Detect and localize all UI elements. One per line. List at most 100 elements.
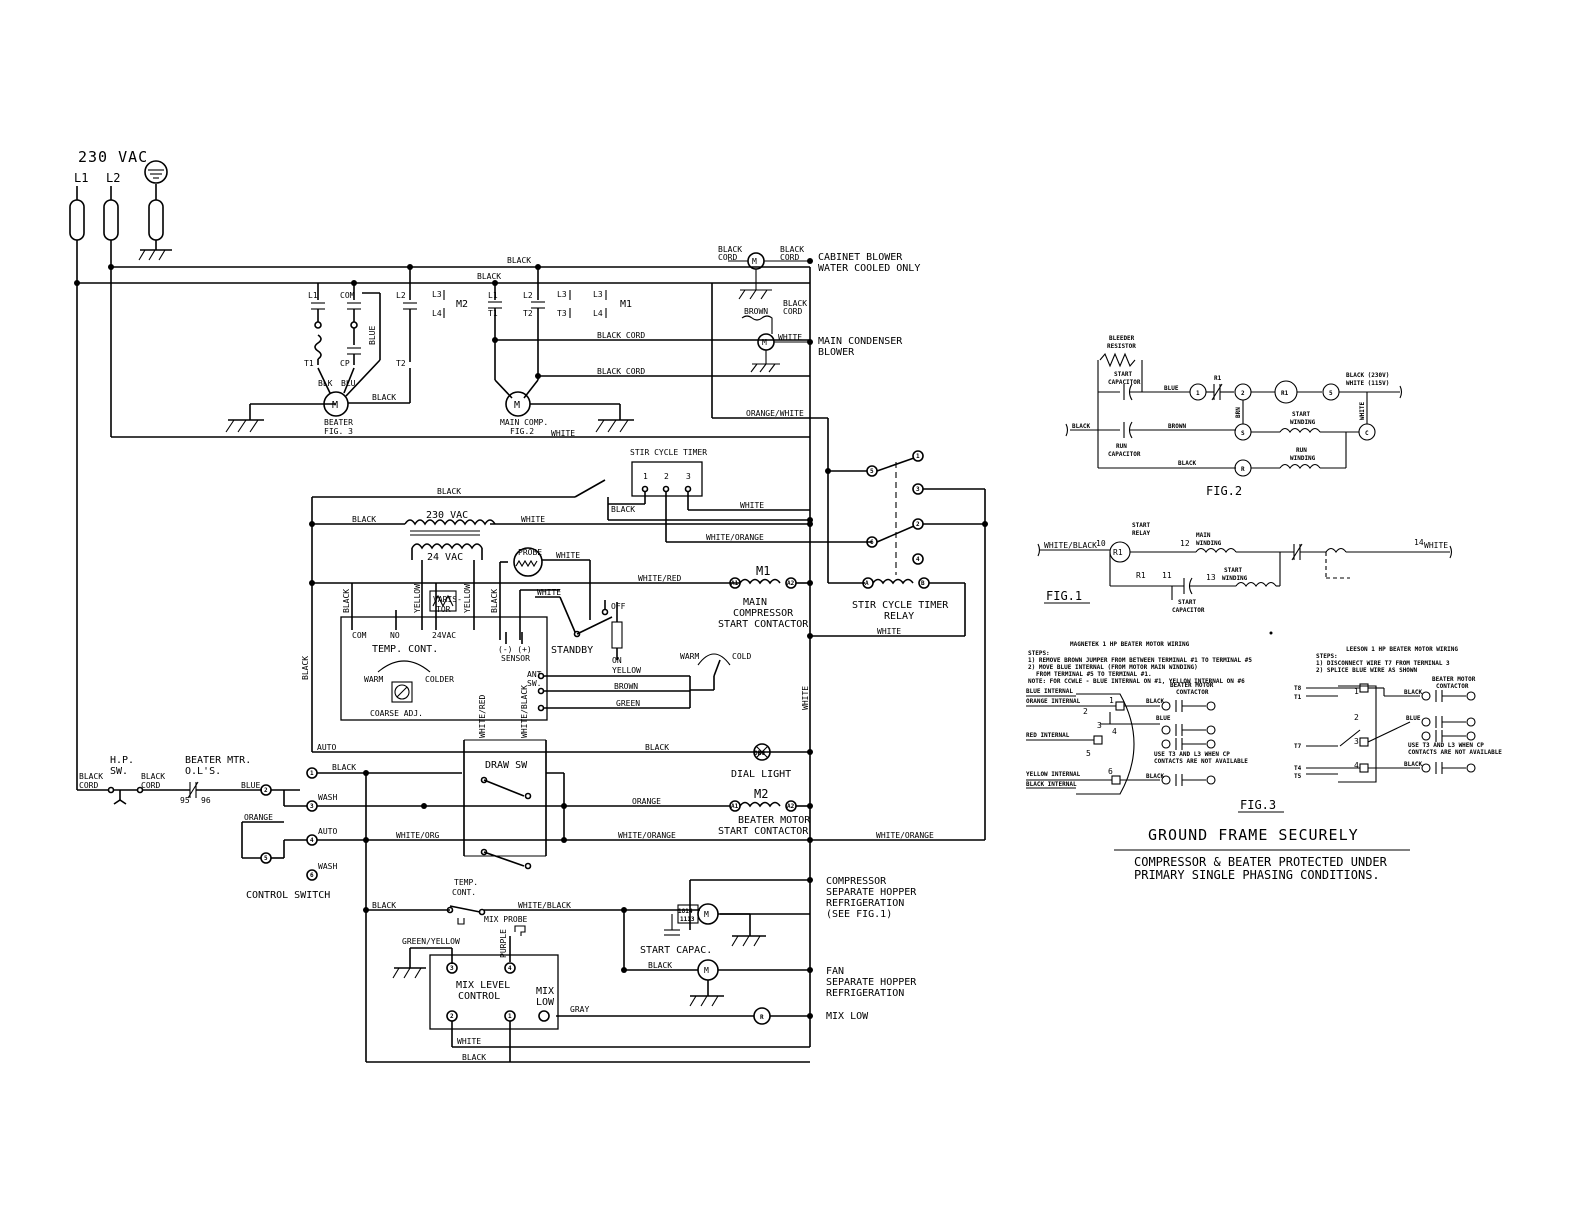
beater-contactor-label: BEATER MOTOR	[738, 815, 811, 826]
main-condenser-label: MAIN CONDENSER	[818, 336, 903, 347]
beater-label: BEATER	[324, 418, 353, 427]
fig1-start-wind2: WINDING	[1222, 575, 1248, 582]
anti-switch-wires	[537, 653, 731, 712]
main-contactor-label3: START CONTACTOR	[718, 619, 809, 630]
hp-black-label: BLACK	[79, 772, 103, 781]
svg-text:4: 4	[508, 965, 512, 972]
on-label: ON	[612, 656, 622, 665]
hp-sw-label2: SW.	[110, 766, 128, 777]
protected-note-1: COMPRESSOR & BEATER PROTECTED UNDER	[1134, 855, 1388, 869]
wire-white-orange-m2: WHITE/ORANGE	[618, 831, 676, 840]
fig3-n2-right: 2	[1354, 713, 1359, 722]
fig1-r1b: R1	[1136, 571, 1146, 580]
wire-black-fan: BLACK	[648, 961, 672, 970]
fan-label2: SEPARATE HOPPER	[826, 977, 917, 988]
wire-yellow-ant: YELLOW	[612, 666, 641, 675]
svg-text:T1: T1	[304, 359, 314, 368]
svg-text:R: R	[760, 1014, 764, 1021]
main-comp-fig-label: FIG.2	[510, 427, 534, 436]
fig2-black-left: BLACK	[1072, 423, 1090, 430]
ground-frame-note: GROUND FRAME SECURELY	[1148, 826, 1359, 844]
fig3-orange-internal: ORANGE INTERNAL	[1026, 698, 1081, 705]
blower-cord-1: CORD	[718, 253, 737, 262]
probe-icon	[500, 547, 591, 620]
wire-black-cord-2: BLACK CORD	[597, 367, 645, 376]
fig3-contactor-right: BEATER MOTOR	[1432, 676, 1476, 683]
fig3-use-note-left: USE T3 AND L3 WHEN CP	[1154, 751, 1230, 758]
svg-text:L3: L3	[593, 290, 603, 299]
svg-text:A2: A2	[787, 580, 795, 587]
fig3-title: FIG.3	[1240, 798, 1276, 812]
svg-text:M: M	[762, 338, 767, 347]
hp-switch-wiring	[77, 781, 262, 805]
hp-black-label2: BLACK	[141, 772, 165, 781]
svg-text:3: 3	[310, 803, 314, 810]
fig3-right-title: LEESON 1 HP BEATER MOTOR WIRING	[1346, 646, 1458, 653]
l2-fuse-icon	[103, 186, 119, 241]
wire-white-timer: WHITE	[740, 501, 764, 510]
blower-cord-2: CORD	[780, 253, 799, 262]
probe-label: PROBE	[518, 548, 542, 557]
fig2-start-wind2: WINDING	[1290, 419, 1316, 426]
fig3-red-internal: RED INTERNAL	[1026, 732, 1070, 739]
off-label: OFF	[611, 602, 626, 611]
fig3-n3-left: 3	[1097, 721, 1102, 730]
svg-text:T2: T2	[396, 359, 406, 368]
svg-text:2: 2	[450, 1013, 454, 1020]
fig3-n1-left: 1	[1109, 696, 1114, 705]
transformer-24-label: 24 VAC	[427, 552, 463, 563]
condenser-cord: CORD	[783, 307, 802, 316]
svg-text:2: 2	[264, 787, 268, 794]
wire-black-hopper: BLACK	[372, 901, 396, 910]
fig3-left-step-1: 1) REMOVE BROWN JUMPER FROM BETWEEN TERM…	[1028, 657, 1252, 664]
wire-white-orange-right: WHITE/ORANGE	[876, 831, 934, 840]
fig3-use-note2-left: CONTACTS ARE NOT AVAILABLE	[1154, 758, 1248, 765]
wire-black-timer: BLACK	[611, 505, 635, 514]
main-contactor-label2: COMPRESSOR	[733, 608, 794, 619]
temp-cont2b-label: CONT.	[452, 888, 476, 897]
fig3-t5: T5	[1294, 773, 1302, 780]
fig3-contactor2-left: CONTACTOR	[1176, 689, 1209, 696]
fig2-bleeder: BLEEDER	[1109, 335, 1135, 342]
m2-coil-icon: A1 A2	[729, 800, 810, 812]
wire-white-probe: WHITE	[556, 551, 580, 560]
svg-text:4: 4	[916, 556, 920, 563]
fig3-n2-left: 2	[1083, 707, 1088, 716]
fan-motor-icon: M	[689, 959, 724, 1007]
condenser-brown: BROWN	[744, 307, 768, 316]
fig3-right-step-2: 2) SPLICE BLUE WIRE AS SHOWN	[1316, 667, 1418, 674]
blower-black-1: BLACK	[718, 245, 742, 254]
fig1-r1: R1	[1113, 548, 1123, 557]
fig1-diagram	[1037, 541, 1453, 600]
fig1-white-black: WHITE/BLACK	[1044, 541, 1097, 550]
svg-text:2: 2	[664, 472, 669, 481]
wire-orange-m2: ORANGE	[632, 797, 661, 806]
cold-label: COLD	[732, 652, 751, 661]
wire-black-sensor: BLACK	[490, 589, 499, 613]
fig3-left-diagram	[1026, 693, 1216, 795]
fig2-t2: 2	[1241, 390, 1245, 397]
fig2-run-wind: RUN	[1296, 447, 1307, 454]
n96-label: 96	[201, 796, 211, 805]
wash-label-2: WASH	[318, 862, 337, 871]
fig3-left-step-4: NOTE: FOR CCWLE - BLUE INTERNAL ON #1, Y…	[1028, 678, 1245, 685]
control-switch-icon: 2 1 3 4 5 6	[241, 767, 318, 881]
no-label: NO	[390, 631, 400, 640]
beater-motor-icon: M	[225, 391, 349, 433]
cabinet-blower-icon: M	[728, 252, 810, 300]
draw-sw-label: DRAW SW	[485, 760, 528, 771]
fig3-contactor2-right: CONTACTOR	[1436, 683, 1469, 690]
wire-white-orange-timer: WHITE/ORANGE	[706, 533, 764, 542]
c-l2: L2	[396, 291, 406, 300]
m1-label-top: M1	[620, 299, 632, 310]
wire-white-org: WHITE/ORG	[396, 831, 440, 840]
fig2-title: FIG.2	[1206, 484, 1242, 498]
fig2-t5: 5	[1329, 390, 1333, 397]
wire-label-black-top: BLACK	[507, 256, 531, 265]
mix-probe-label: MIX PROBE	[484, 915, 528, 924]
svg-text:L1: L1	[488, 291, 498, 300]
fig2-run-cap: RUN	[1116, 443, 1127, 450]
compressor-sep-label2: SEPARATE HOPPER	[826, 887, 917, 898]
main-condenser-label2: BLOWER	[818, 347, 855, 358]
